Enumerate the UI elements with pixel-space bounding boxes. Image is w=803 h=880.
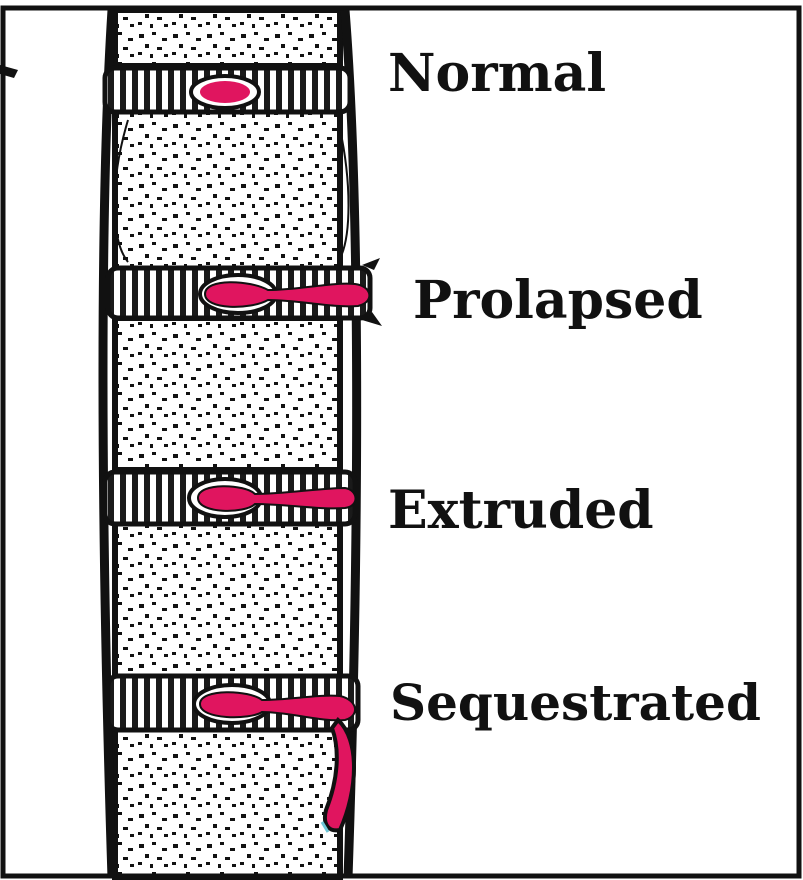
spine-left-outline (103, 10, 112, 878)
disc-extruded (105, 472, 356, 524)
label-extruded: Extruded (388, 485, 654, 537)
label-sequestrated: Sequestrated (390, 678, 761, 728)
label-normal: Normal (388, 48, 606, 100)
label-prolapsed: Prolapsed (413, 275, 703, 327)
vertebra-group (115, 10, 340, 878)
disc-normal (105, 68, 350, 112)
disc-prolapsed (108, 258, 382, 326)
